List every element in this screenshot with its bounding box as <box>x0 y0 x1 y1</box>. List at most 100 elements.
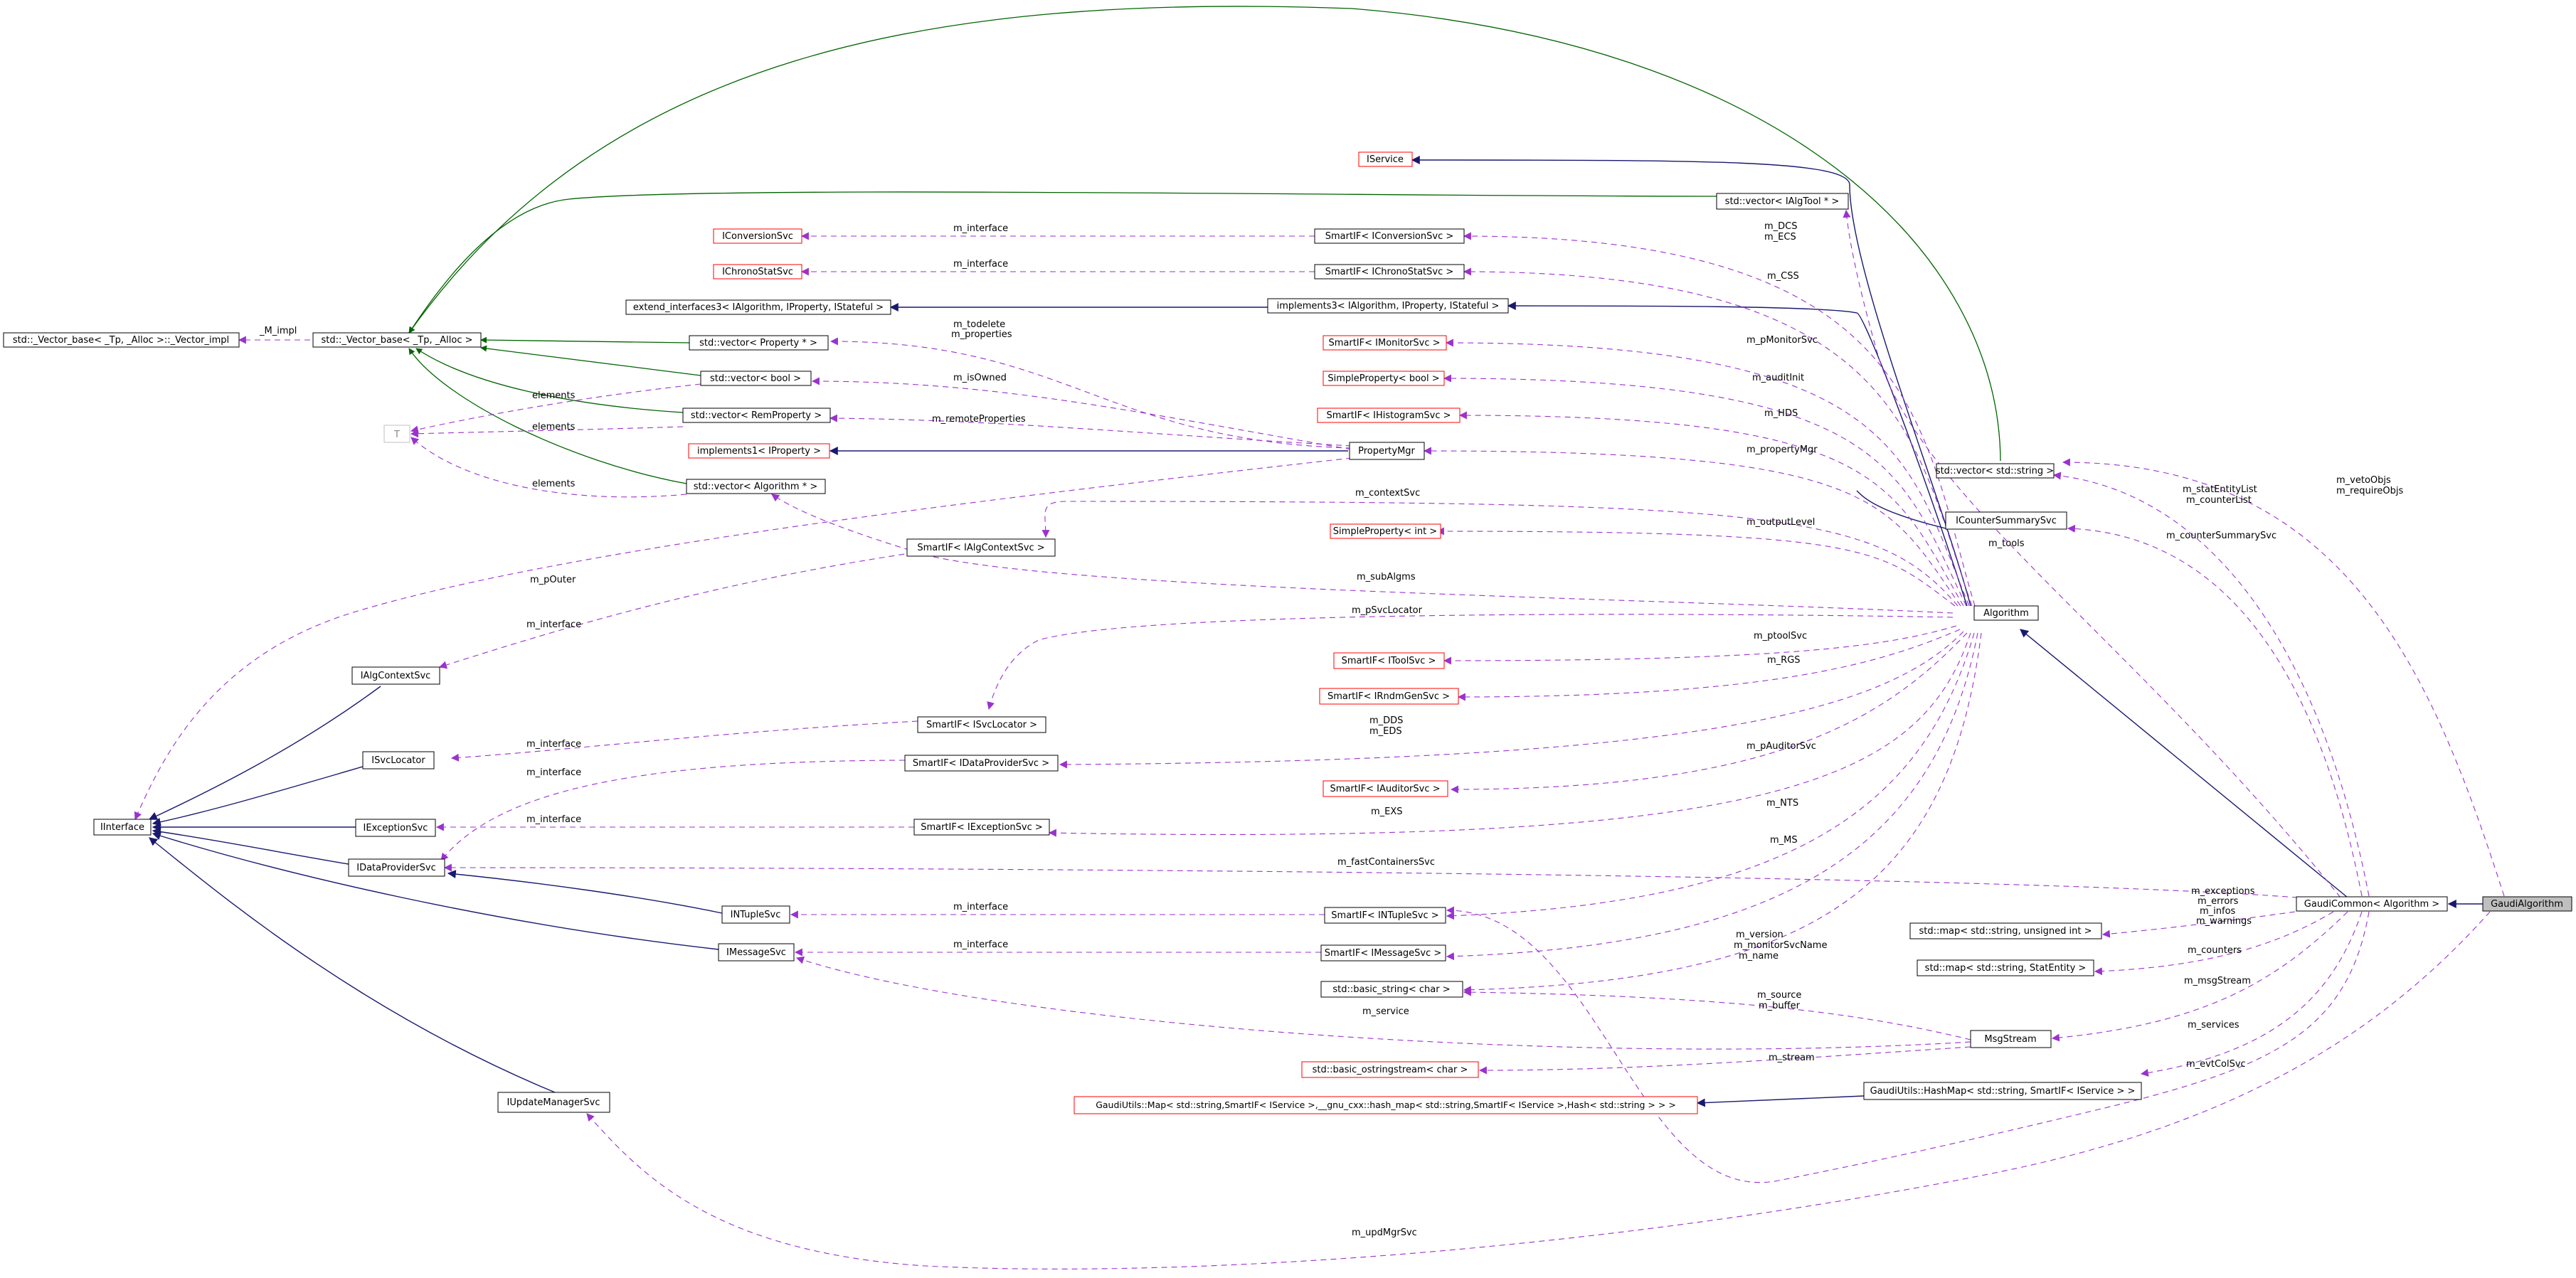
node-label: std::_Vector_base< _Tp, _Alloc >::_Vecto… <box>13 335 229 346</box>
label-u-ctx-0: m_contextSvc <box>1355 488 1420 499</box>
label-u-rgs-0: m_RGS <box>1767 655 1801 666</box>
node-IService[interactable]: IService <box>1358 151 1413 167</box>
label-u-ialgctx-0: m_interface <box>526 619 581 630</box>
node-SmartIRndmGenSvc[interactable]: SmartIF< IRndmGenSvc > <box>1319 688 1459 705</box>
label-u-ichrono-0: m_interface <box>953 259 1008 270</box>
node-label: std::map< std::string, unsigned int > <box>1919 926 2092 937</box>
label-u-evtcol-0: m_evtColSvc <box>2186 1059 2246 1070</box>
node-SmartIAuditorSvc[interactable]: SmartIF< IAuditorSvc > <box>1323 780 1448 797</box>
node-label: IUpdateManagerSvc <box>507 1097 600 1108</box>
node-label: SmartIF< IDataProviderSvc > <box>913 758 1049 769</box>
node-SmartISvcLocator[interactable]: SmartIF< ISvcLocator > <box>917 716 1046 733</box>
node-IAlgContextSvc[interactable]: IAlgContextSvc <box>351 666 440 685</box>
node-VecProperty[interactable]: std::vector< Property * > <box>689 335 829 351</box>
edge-u-ptool <box>1443 625 1957 665</box>
node-BasicString[interactable]: std::basic_string< char > <box>1320 981 1463 998</box>
node-IExceptionSvc[interactable]: IExceptionSvc <box>355 819 436 837</box>
node-SmartIAlgContextSvc[interactable]: SmartIF< IAlgContextSvc > <box>906 538 1056 557</box>
node-SmartINTupleSvc[interactable]: SmartIF< INTupleSvc > <box>1324 907 1446 924</box>
node-T[interactable]: T <box>383 425 410 443</box>
label-u-css-0: m_CSS <box>1767 271 1799 282</box>
node-VectorBaseImpl[interactable]: std::_Vector_base< _Tp, _Alloc >::_Vecto… <box>3 332 240 348</box>
node-HashMap[interactable]: GaudiUtils::HashMap< std::string, SmartI… <box>1863 1082 2142 1100</box>
node-SmartIMessageSvc[interactable]: SmartIF< IMessageSvc > <box>1320 944 1446 962</box>
node-VectorBase[interactable]: std::_Vector_base< _Tp, _Alloc > <box>312 332 482 348</box>
node-ISvcLocator[interactable]: ISvcLocator <box>362 751 435 770</box>
label-u-fast-0: m_fastContainersSvc <box>1337 857 1435 868</box>
node-VecIAlgTool[interactable]: std::vector< IAlgTool * > <box>1716 193 1849 210</box>
node-label: SmartIF< IMessageSvc > <box>1325 948 1442 959</box>
node-SimplePropBool[interactable]: SimpleProperty< bool > <box>1323 371 1445 386</box>
node-IChronoStatSvc[interactable]: IChronoStatSvc <box>713 264 802 279</box>
node-label: ISvcLocator <box>371 755 425 766</box>
node-label: IDataProviderSvc <box>356 863 436 873</box>
label-u-updmgr-0: m_updMgrSvc <box>1352 1228 1417 1238</box>
node-GaudiCommon[interactable]: GaudiCommon< Algorithm > <box>2296 896 2448 912</box>
node-label: IInterface <box>100 822 144 833</box>
node-SmartIExceptionSvc[interactable]: SmartIF< IExceptionSvc > <box>913 819 1050 836</box>
label-u-algtool-0: m_tools <box>1988 538 2025 549</box>
node-SmartIChronoStatSvc[interactable]: SmartIF< IChronoStatSvc > <box>1314 264 1465 279</box>
node-MsgStream[interactable]: MsgStream <box>1970 1030 2052 1048</box>
label-u-version-2: m_name <box>1739 951 1779 962</box>
node-VecString[interactable]: std::vector< std::string > <box>1936 463 2055 479</box>
node-BasicOstringstream[interactable]: std::basic_ostringstream< char > <box>1301 1061 1479 1078</box>
label-u-iconv-0: m_interface <box>953 223 1008 234</box>
node-MapStringStatEntity[interactable]: std::map< std::string, StatEntity > <box>1917 959 2094 976</box>
node-Implements1[interactable]: implements1< IProperty > <box>688 443 830 459</box>
node-SimplePropInt[interactable]: SimpleProperty< int > <box>1330 523 1441 539</box>
node-label: ICounterSummarySvc <box>1956 516 2057 526</box>
node-label: Algorithm <box>1983 608 2029 619</box>
label-u-version-0: m_version <box>1736 930 1783 940</box>
node-IInterface[interactable]: IInterface <box>93 819 152 836</box>
edge-e-idp-iif <box>152 827 349 865</box>
node-GaudiUtilsMap[interactable]: GaudiUtils::Map< std::string,SmartIF< IS… <box>1074 1096 1698 1114</box>
node-GaudiAlgorithm[interactable]: GaudiAlgorithm <box>2482 896 2572 912</box>
node-ICounterSummarySvc[interactable]: ICounterSummarySvc <box>1945 511 2067 530</box>
node-label: SmartIF< IChronoStatSvc > <box>1325 267 1454 277</box>
node-label: SimpleProperty< int > <box>1333 526 1437 537</box>
label-u-impl-vb-0: _M_impl <box>259 326 297 336</box>
node-label: SmartIF< IAlgContextSvc > <box>917 543 1044 553</box>
node-label: std::vector< std::string > <box>1936 466 2054 476</box>
edge-u-algtool <box>1843 209 2341 898</box>
edge-u-ctx <box>1041 501 1958 607</box>
node-IDataProviderSvc[interactable]: IDataProviderSvc <box>348 858 445 877</box>
label-u-dcs-1: m_ECS <box>1764 232 1796 243</box>
node-label: extend_interfaces3< IAlgorithm, IPropert… <box>633 302 884 313</box>
label-u-ms-0: m_MS <box>1770 835 1798 846</box>
edge-u-idp <box>440 760 906 861</box>
node-VecBool[interactable]: std::vector< bool > <box>700 371 812 386</box>
nodes-layer: GaudiAlgorithm GaudiCommon< Algorithm > … <box>3 151 2572 1114</box>
node-IMessageSvc[interactable]: IMessageSvc <box>718 943 795 962</box>
node-PropertyMgr[interactable]: PropertyMgr <box>1349 442 1425 460</box>
node-IConversionSvc[interactable]: IConversionSvc <box>713 228 802 244</box>
node-IUpdateManagerSvc[interactable]: IUpdateManagerSvc <box>497 1092 610 1113</box>
node-Implements3[interactable]: implements3< IAlgorithm, IProperty, ISta… <box>1267 298 1509 314</box>
label-u-pouter-0: m_pOuter <box>530 575 576 585</box>
edge-u-t-vecbool <box>410 383 701 434</box>
node-label: GaudiUtils::Map< std::string,SmartIF< IS… <box>1096 1099 1676 1110</box>
node-label: std::basic_ostringstream< char > <box>1313 1065 1468 1075</box>
node-SmartIToolSvc[interactable]: SmartIF< IToolSvc > <box>1333 652 1445 669</box>
node-MapStringUInt[interactable]: std::map< std::string, unsigned int > <box>1909 922 2102 939</box>
node-label: INTupleSvc <box>731 910 781 920</box>
node-label: SmartIF< IToolSvc > <box>1342 656 1436 666</box>
label-u-exc-1: m_errors <box>2198 896 2239 907</box>
node-SmartIDataProviderSvc[interactable]: SmartIF< IDataProviderSvc > <box>904 755 1059 772</box>
node-ExtendInterfaces3[interactable]: extend_interfaces3< IAlgorithm, IPropert… <box>625 299 891 315</box>
label-u-exc-2: m_infos <box>2200 906 2236 917</box>
label-u-isvcloc-0: m_interface <box>526 739 581 750</box>
node-label: SmartIF< INTupleSvc > <box>1331 910 1438 921</box>
edge-e-int-idp <box>447 870 723 914</box>
node-Algorithm[interactable]: Algorithm <box>1973 605 2039 621</box>
label-u-veto-1: m_requireObjs <box>2336 486 2403 496</box>
node-INTupleSvc[interactable]: INTupleSvc <box>721 905 790 924</box>
node-VecRemProperty[interactable]: std::vector< RemProperty > <box>682 408 831 423</box>
node-SmartIHistogramSvc[interactable]: SmartIF< IHistogramSvc > <box>1317 408 1461 423</box>
label-u-source-1: m_buffer <box>1759 1001 1801 1011</box>
node-SmartIConversionSvc[interactable]: SmartIF< IConversionSvc > <box>1314 228 1465 244</box>
node-SmartIMonitorSvc[interactable]: SmartIF< IMonitorSvc > <box>1323 335 1447 351</box>
node-VecAlgorithm[interactable]: std::vector< Algorithm * > <box>686 479 826 494</box>
edge-u-psvcloc <box>987 614 1954 710</box>
